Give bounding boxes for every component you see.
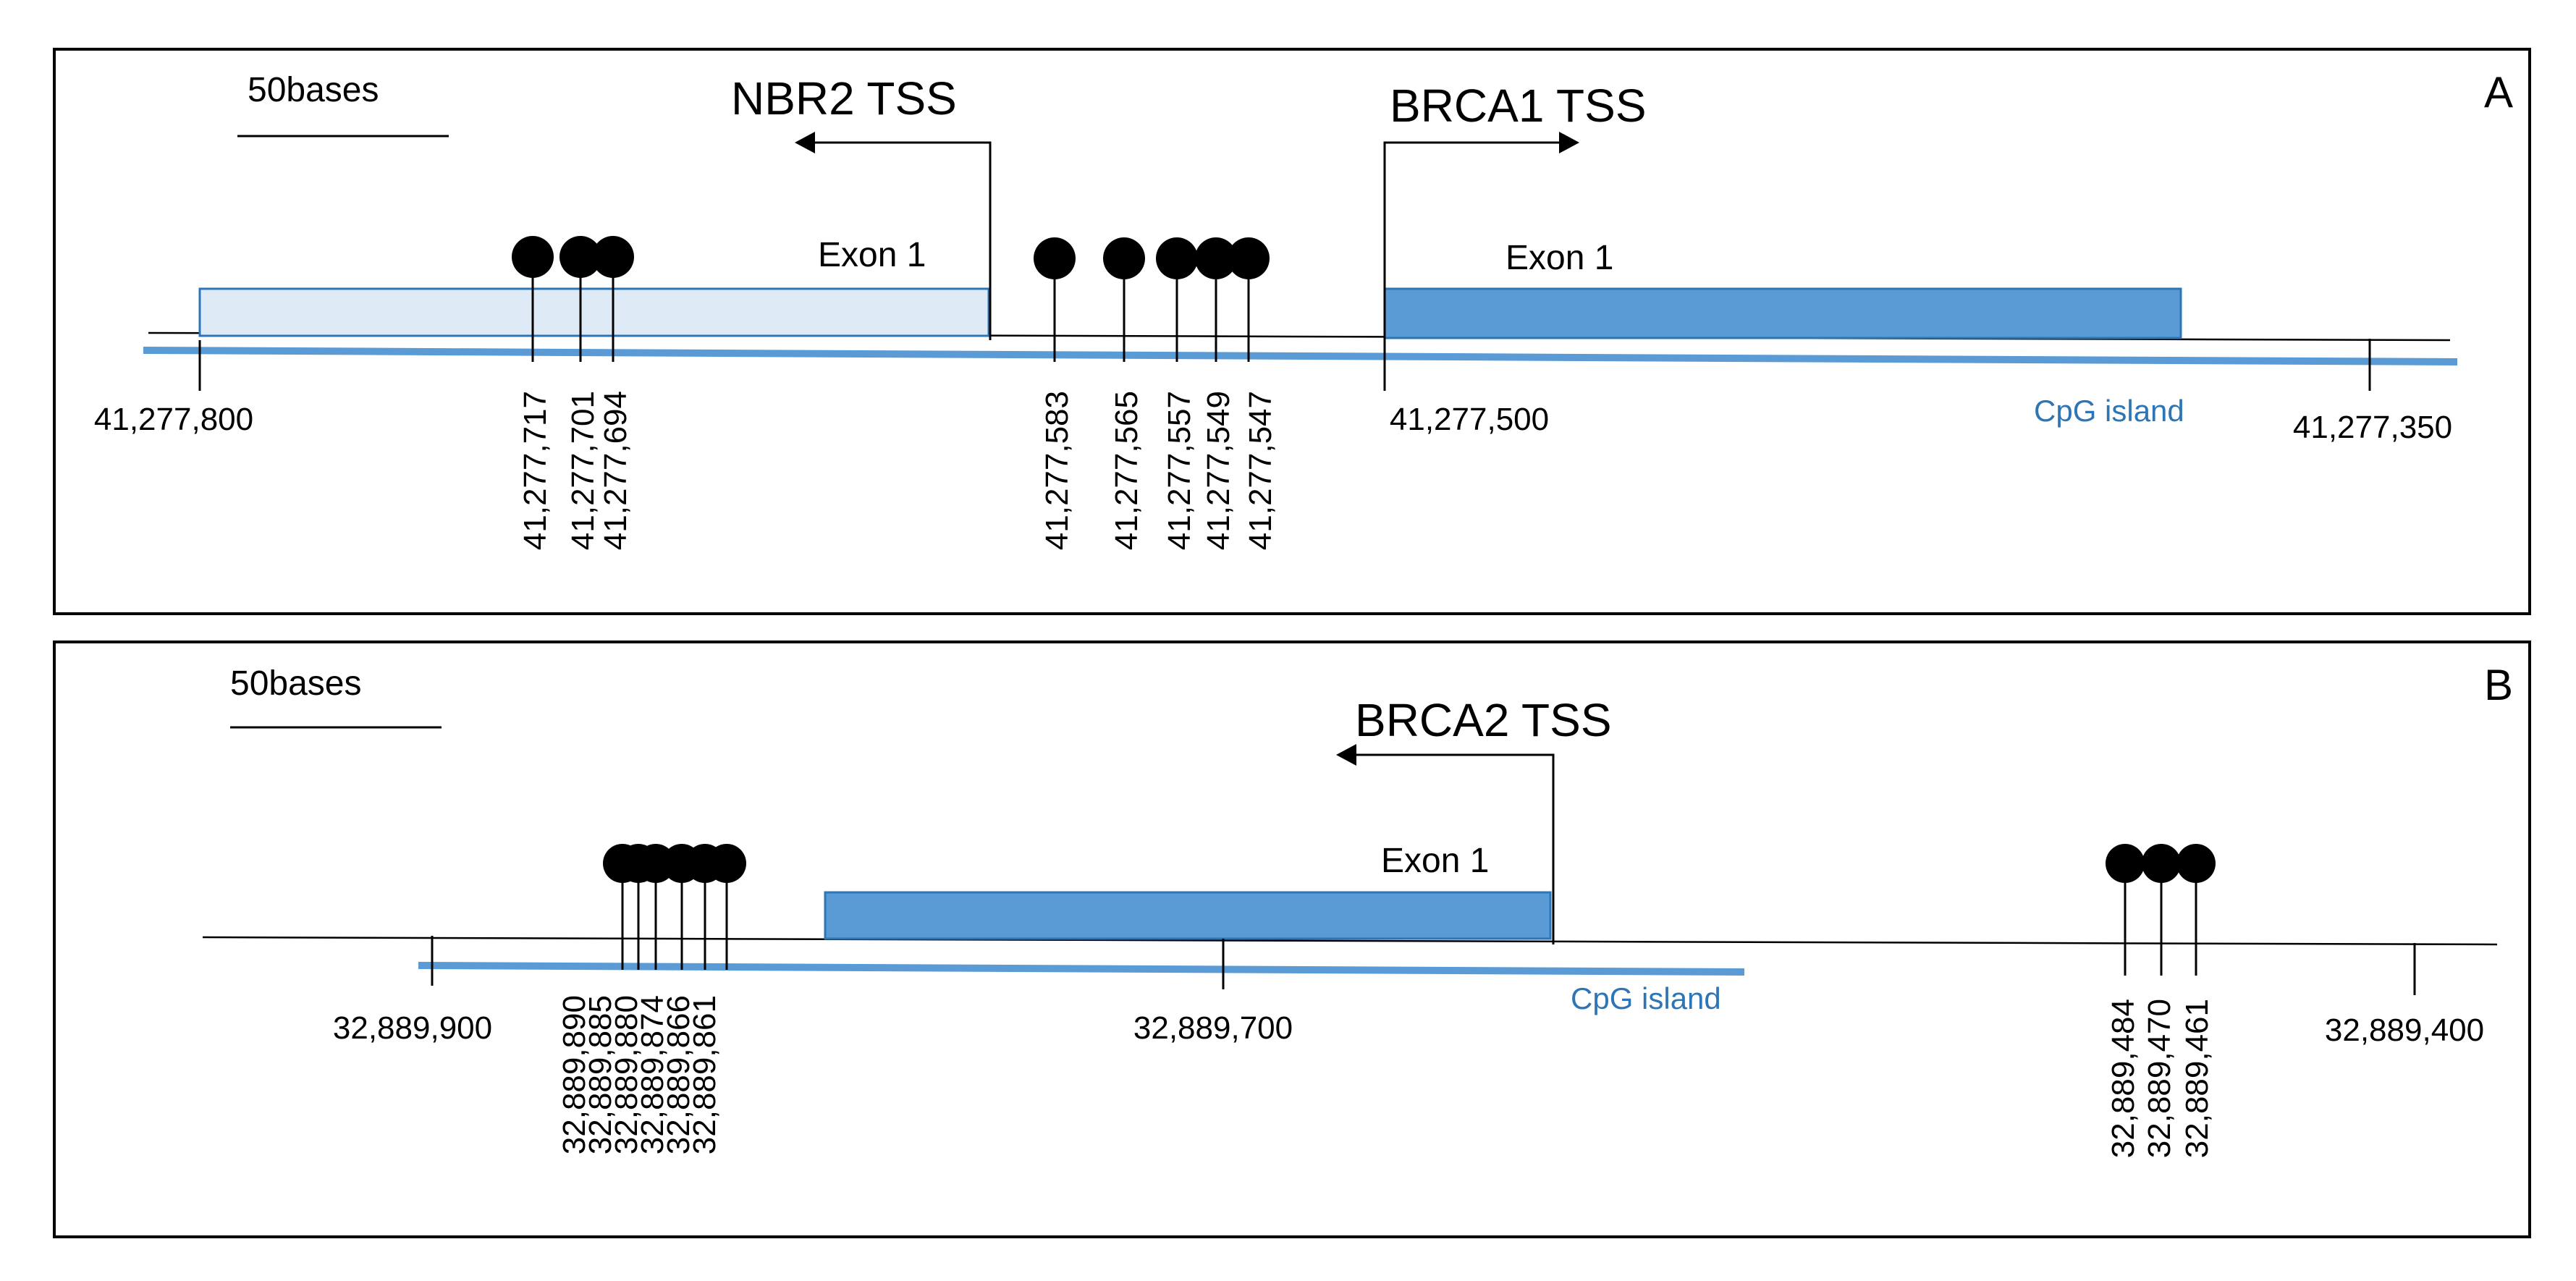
panel-a-cpg-site-label: 41,277,565 (1109, 391, 1144, 550)
panel-a-cpg-dot (1156, 237, 1198, 279)
panel-a-tick-label-41277350: 41,277,350 (2293, 410, 2452, 445)
panel-a-cpg-site-label: 41,277,583 (1039, 391, 1075, 550)
panel-a-cpg-site-label: 41,277,717 (518, 391, 553, 550)
panel-a-nbr2-exon-1 (198, 287, 990, 337)
panel-b-chromosome-line (202, 936, 2498, 946)
panel-b-cpg-site: 32,889,461 (2176, 844, 2216, 1158)
panel-b-cpg-site: 32,889,470 (2142, 844, 2181, 1158)
panel-a-brca1-tss-arrow (1383, 141, 1563, 340)
panel-a-brca1-exon-label: Exon 1 (1506, 239, 1613, 277)
panel-b-cpg-dot (2106, 844, 2145, 883)
panel-a-cpg-site: 41,277,549 (1195, 237, 1237, 550)
panel-a-cpg-site-label: 41,277,549 (1201, 391, 1236, 550)
panel-a-cpg-site: 41,277,557 (1156, 237, 1198, 550)
panel-b-brca2-exon-1 (824, 891, 1552, 940)
panel-a-nbr2-tss-arrowhead (795, 132, 815, 153)
panel-b-cpg-dot (2176, 844, 2216, 883)
panel-a-cpg-site: 41,277,547 (1228, 237, 1278, 550)
panel-a-brca1-exon-1 (1383, 287, 2182, 339)
panel-b-cpg-dot (2142, 844, 2181, 883)
panel-b-label: B (2484, 661, 2513, 709)
panel-a-frame (53, 48, 2531, 615)
panel-b-cpg-site-label: 32,889,461 (2179, 999, 2215, 1158)
panel-a-cpg-dot (1034, 237, 1076, 279)
panel-b-brca2-tss-arrowhead (1336, 744, 1356, 766)
panel-a-cpg-site-label: 41,277,701 (565, 391, 601, 550)
panel-a: A 50bases CpG island Exon 1 Exon 1 NBR2 … (53, 48, 2531, 615)
panel-a-cpg-dot (559, 236, 601, 278)
panel-a-cpg-site: 41,277,694 (592, 236, 634, 550)
panel-a-cpg-site: 41,277,701 (559, 236, 601, 550)
panel-b-cpg-site-label: 32,889,890 (557, 995, 592, 1154)
panel-b-tick-label-32889700: 32,889,700 (1133, 1010, 1293, 1046)
panel-a-cpg-site: 41,277,717 (512, 236, 554, 550)
panel-b-cpg-site-label: 32,889,470 (2142, 999, 2177, 1158)
panel-b-cpg-site-label: 32,889,484 (2106, 999, 2141, 1158)
panel-b-cpg-site-label: 32,889,880 (609, 995, 644, 1154)
panel-a-label: A (2484, 68, 2513, 117)
panel-a-cpg-label: CpG island (2034, 394, 2184, 428)
panel-b-cpg-label: CpG island (1571, 981, 1721, 1015)
panel-a-cpg-site-label: 41,277,557 (1162, 391, 1197, 550)
panel-b-cpg-island-bar (418, 962, 1745, 976)
panel-a-cpg-site-label: 41,277,694 (598, 391, 633, 550)
panel-b-cpg-site: 32,889,861 (687, 844, 746, 1154)
panel-b-cpg-site-label: 32,889,874 (635, 995, 670, 1154)
panel-a-nbr2-exon-label: Exon 1 (818, 236, 926, 274)
panel-a-nbr2-tss-arrow (811, 141, 992, 340)
panel-a-cpg-site: 41,277,583 (1034, 237, 1076, 550)
panel-b-frame (53, 640, 2531, 1238)
panel-a-cpg-dot (1228, 237, 1270, 279)
panel-b-tick-label-32889900: 32,889,900 (333, 1010, 492, 1046)
panel-b-cpg-site-label: 32,889,861 (687, 995, 722, 1154)
panel-b-cpg-site-label: 32,889,866 (661, 995, 696, 1154)
panel-b-scale-label: 50bases (230, 664, 361, 703)
panel-a-tick-label-41277800: 41,277,800 (94, 402, 253, 437)
panel-a-cpg-site: 41,277,565 (1103, 237, 1145, 550)
panel-a-tick-label-41277500: 41,277,500 (1390, 402, 1549, 437)
panel-a-cpg-dot (512, 236, 554, 278)
panel-a-nbr2-tss-label: NBR2 TSS (731, 72, 957, 124)
panel-a-cpg-dot (1103, 237, 1145, 279)
panel-a-scale-label: 50bases (248, 71, 379, 109)
panel-b-cpg-dot (707, 844, 746, 883)
panel-a-cpg-site-label: 41,277,547 (1243, 391, 1278, 550)
panel-a-cpg-dot (1195, 237, 1237, 279)
panel-a-brca1-tss-arrowhead (1559, 132, 1579, 153)
panel-b-brca2-tss-arrow (1354, 753, 1555, 944)
panel-b-cpg-site: 32,889,484 (2106, 844, 2145, 1158)
panel-a-cpg-island-bar (143, 347, 2458, 365)
panel-b: B 50bases CpG island Exon 1 BRCA2 TSS 32… (53, 640, 2531, 1238)
panel-b-cpg-site-label: 32,889,885 (583, 995, 618, 1154)
panel-b-tick-label-32889400: 32,889,400 (2325, 1012, 2484, 1048)
panel-b-brca2-tss-label: BRCA2 TSS (1355, 694, 1612, 746)
panel-b-brca2-exon-label: Exon 1 (1381, 842, 1489, 880)
panel-a-cpg-dot (592, 236, 634, 278)
panel-a-brca1-tss-label: BRCA1 TSS (1390, 80, 1647, 132)
